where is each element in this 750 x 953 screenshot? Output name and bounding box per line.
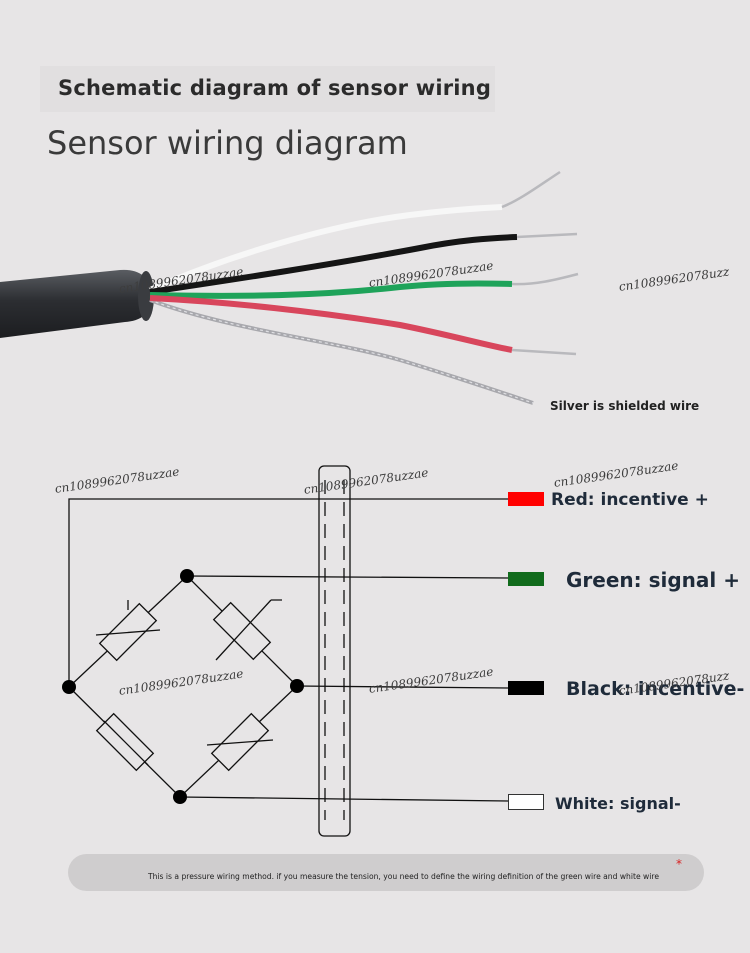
shield-wire-note: Silver is shielded wire xyxy=(550,399,700,413)
black-wire xyxy=(149,234,518,295)
white-swatch xyxy=(508,794,544,810)
label-red: Red: incentive + xyxy=(551,490,709,510)
black-swatch xyxy=(508,681,544,695)
diagram-subtitle: Schematic diagram of sensor wiring xyxy=(58,76,492,100)
silver-wire xyxy=(149,298,534,405)
green-swatch xyxy=(508,572,544,586)
diagram-title: Sensor wiring diagram xyxy=(47,124,408,162)
footnote-bar xyxy=(68,854,704,891)
node-bottom xyxy=(173,790,187,804)
node-right xyxy=(290,679,304,693)
label-white: White: signal- xyxy=(555,794,681,813)
shield-tube xyxy=(318,465,351,837)
node-left xyxy=(62,680,76,694)
cable-end xyxy=(138,271,154,321)
cable-jacket xyxy=(0,269,152,338)
green-wire xyxy=(149,280,513,299)
cable-illustration xyxy=(0,170,579,405)
node-top xyxy=(180,569,194,583)
wire-red-line xyxy=(68,498,508,687)
label-black: Black: incentive- xyxy=(566,678,745,700)
footnote-mark: * xyxy=(676,857,682,871)
wire-green-line xyxy=(186,575,509,579)
red-wire xyxy=(149,295,513,353)
label-green: Green: signal + xyxy=(566,568,740,592)
red-swatch xyxy=(508,492,544,506)
footnote-text: This is a pressure wiring method. if you… xyxy=(148,872,659,881)
wire-black-line xyxy=(296,685,509,689)
title-band xyxy=(40,66,495,112)
white-wire xyxy=(148,204,503,293)
